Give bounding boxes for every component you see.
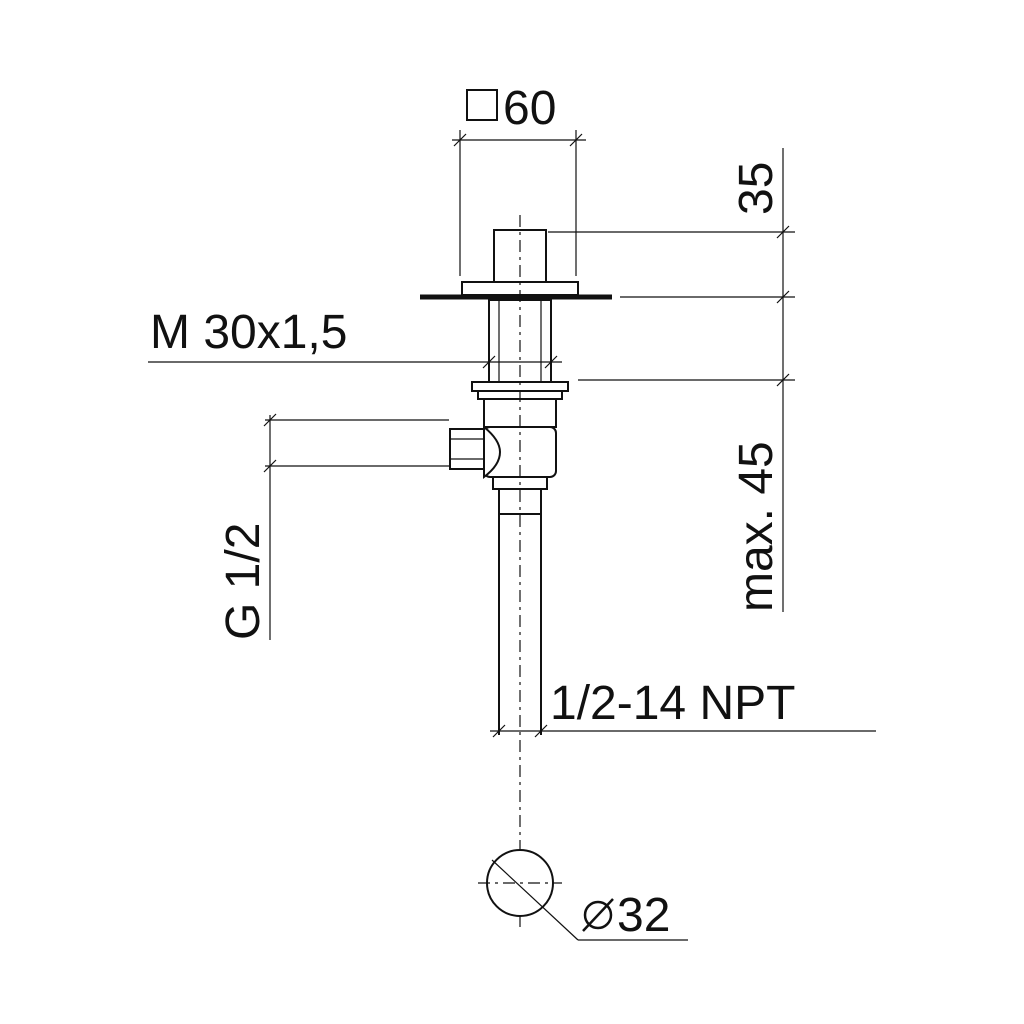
side-thread-dimension: G 1/2 [217,413,449,640]
max-depth-label: max. 45 [730,441,783,612]
side-outlet-elbow [483,424,502,480]
bottom-thread-dimension: 1/2-14 NPT [490,677,876,738]
hole-diameter-dimension: 32 [478,849,688,942]
side-outlet-nut [449,428,485,470]
diameter-symbol-icon [582,898,614,932]
right-dimension-chain: 35 max. 45 [548,148,795,612]
hole-diameter-label: 32 [617,889,670,942]
valve-body [449,229,579,735]
square-size-label: 60 [503,82,556,135]
side-thread-label: G 1/2 [217,523,270,640]
bottom-thread-label: 1/2-14 NPT [550,677,795,730]
top-height-label: 35 [730,162,783,215]
square-60-dimension: 60 [452,82,586,276]
square-symbol-icon [466,89,498,121]
thread-mount-label: M 30x1,5 [150,306,347,359]
thread-mount-dimension: M 30x1,5 [148,306,562,372]
